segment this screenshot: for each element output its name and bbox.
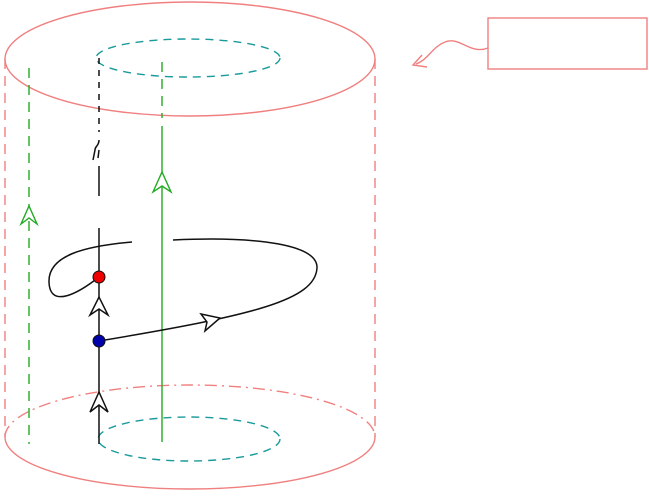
bottom-inner-ellipse xyxy=(97,416,281,462)
arrow-green-center xyxy=(151,170,173,194)
inner-tube xyxy=(95,38,281,462)
top-inner-ellipse xyxy=(95,38,281,78)
arrow-black-lower xyxy=(89,390,109,413)
blue-point xyxy=(92,334,106,348)
callout-arrow-line xyxy=(415,40,489,65)
arrow-black-upper xyxy=(88,295,110,318)
black-loop xyxy=(48,241,133,298)
black-strand xyxy=(48,58,318,444)
green-strands xyxy=(19,62,173,444)
top-outer-ellipse xyxy=(4,1,376,117)
arrow-green-left xyxy=(19,204,39,227)
outer-cylinder xyxy=(4,1,376,490)
bottom-front-arc xyxy=(4,436,376,490)
red-point xyxy=(92,270,106,284)
label-box xyxy=(487,17,648,70)
callout xyxy=(411,17,648,70)
black-strand-crossing xyxy=(92,139,100,161)
callout-arrow-head xyxy=(411,54,428,68)
bottom-back-arc xyxy=(4,384,376,438)
arrow-loop xyxy=(199,312,222,334)
